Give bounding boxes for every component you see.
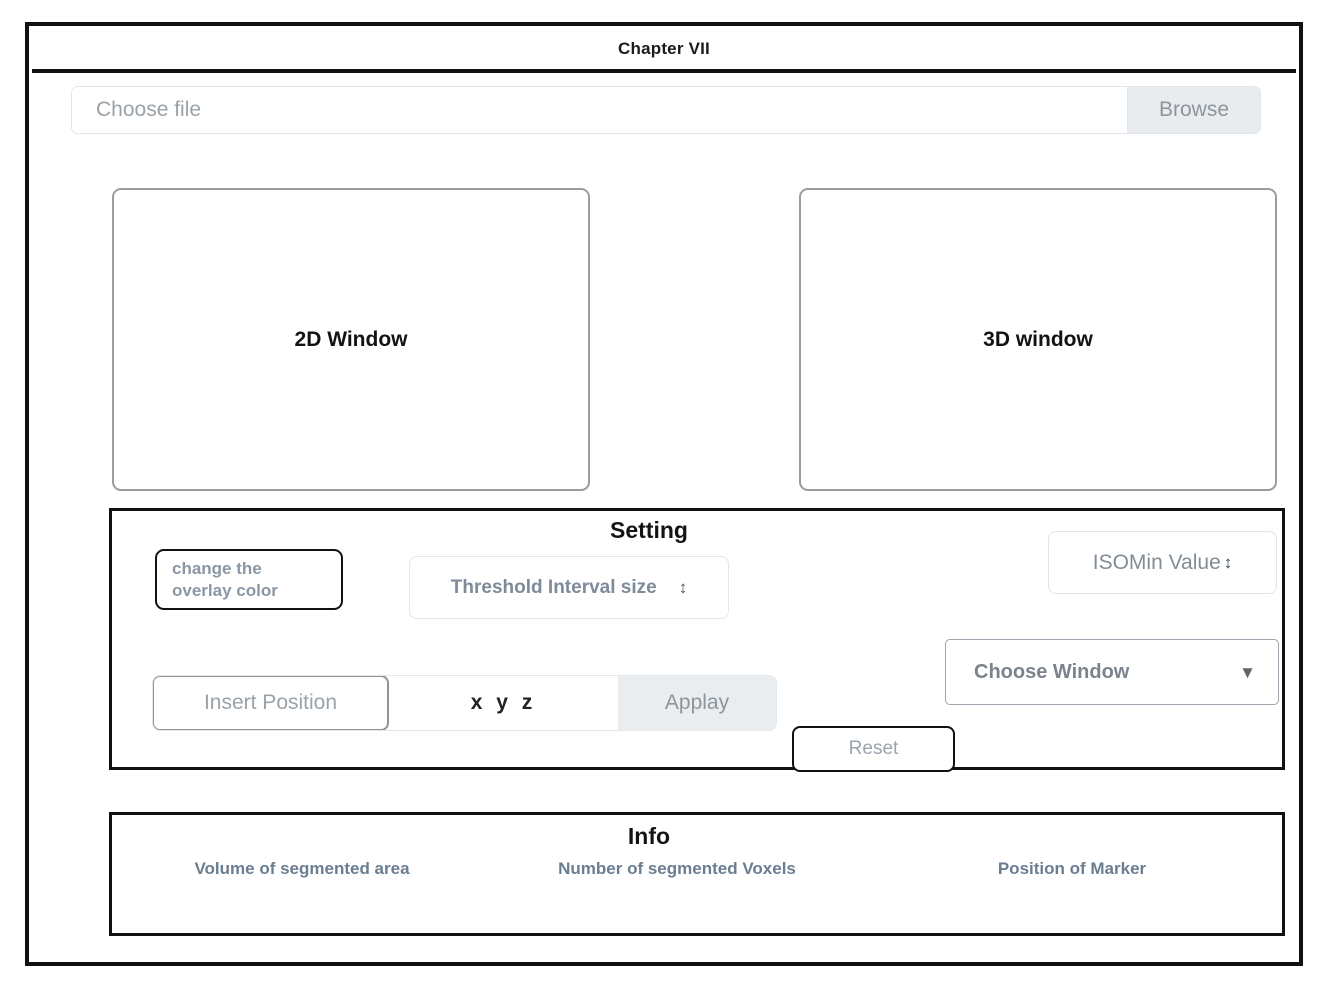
spinner-updown-icon[interactable]: ↕ [678,578,688,597]
file-chooser[interactable]: Choose file Browse [71,86,1261,134]
spinner-updown-icon[interactable]: ↕ [1223,553,1233,572]
change-overlay-color-button[interactable]: change the overlay color [155,549,343,610]
isomin-value-select[interactable]: ISOMin Value ↕ [1048,531,1277,594]
setting-heading: Setting [610,517,688,543]
viewport-2d[interactable]: 2D Window [112,188,590,491]
info-heading: Info [627,823,671,849]
chevron-down-icon[interactable]: ▼ [1239,662,1256,682]
apply-button[interactable]: Applay [618,676,776,730]
insert-position-button[interactable]: Insert Position [153,676,389,730]
info-panel: Info Volume of segmented area Number of … [109,812,1285,936]
threshold-interval-size-label: Threshold Interval size [450,576,657,598]
viewport-3d[interactable]: 3D window [799,188,1277,491]
viewport-3d-label: 3D window [983,327,1093,351]
xyz-coordinate-value: x y z [470,691,537,714]
info-number-of-segmented-voxels: Number of segmented Voxels [558,859,796,878]
isomin-value-label: ISOMin Value [1092,550,1221,574]
file-path-input[interactable]: Choose file [72,87,1127,133]
viewport-2d-label: 2D Window [294,327,408,351]
setting-panel: Setting change the overlay color Thresho… [109,508,1285,772]
threshold-interval-size-select[interactable]: Threshold Interval size ↕ [409,556,729,619]
choose-window-label: Choose Window [974,660,1130,683]
position-input-group: Insert Position x y z Applay [152,675,777,731]
reset-button[interactable]: Reset [792,726,955,772]
page-title: Chapter VII [618,39,710,58]
info-position-of-marker: Position of Marker [997,859,1147,878]
application-window: Chapter VII Choose file Browse 2D Window… [25,22,1303,966]
info-volume-of-segmented-area: Volume of segmented area [194,859,410,878]
choose-window-dropdown[interactable]: Choose Window ▼ [945,639,1279,705]
info-row: Volume of segmented area Number of segme… [112,858,1282,881]
overlay-color-line-1: change the [172,559,262,579]
file-input-placeholder: Choose file [96,98,202,121]
overlay-color-line-2: overlay color [172,580,278,600]
xyz-coordinate-field[interactable]: x y z [389,676,618,730]
title-bar: Chapter VII [32,29,1296,73]
browse-button[interactable]: Browse [1127,87,1260,133]
